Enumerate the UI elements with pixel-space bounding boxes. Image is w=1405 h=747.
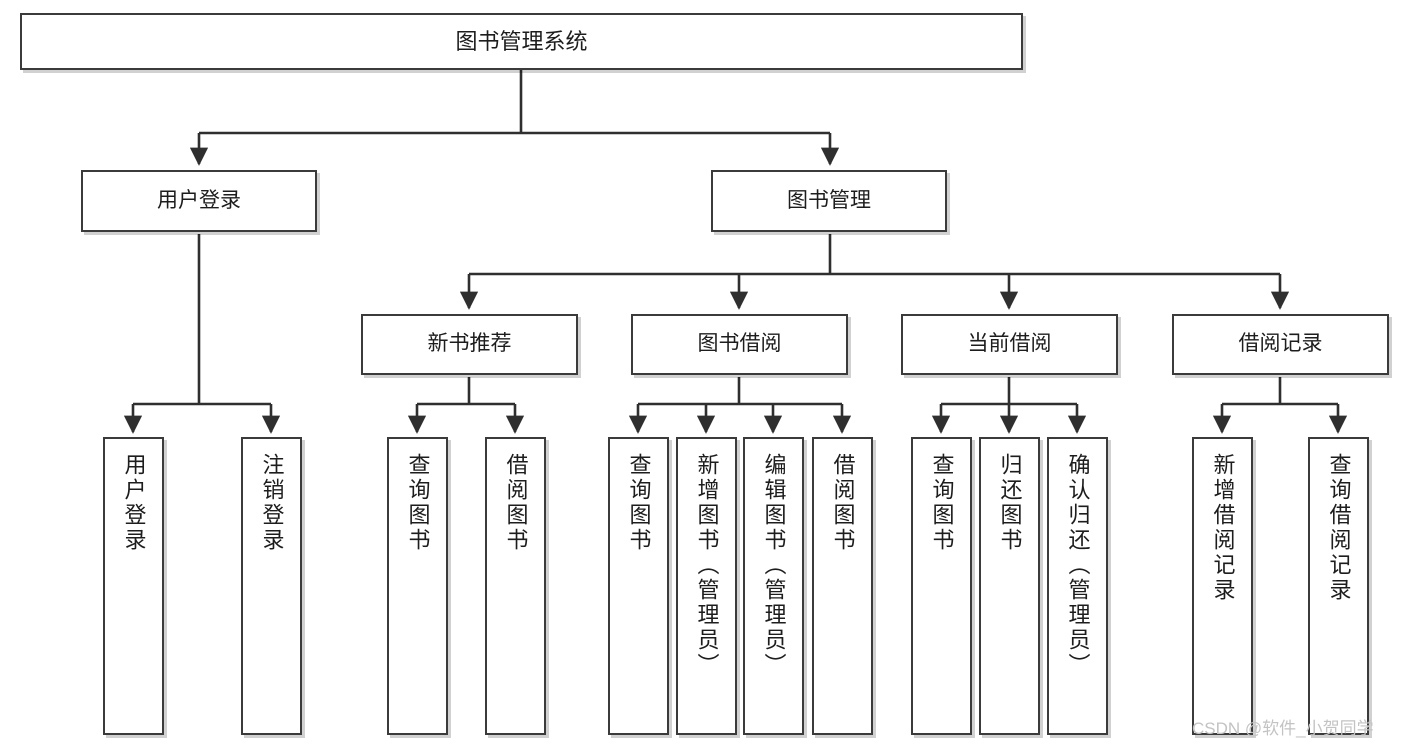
leaf-confirm-return-label: 确认归还（管理员） [1065,453,1091,678]
leaf-query-book-2[interactable]: 查询图书 [608,437,669,735]
node-new-book-recommend-label: 新书推荐 [427,332,512,356]
node-current-borrow-label: 当前借阅 [967,332,1052,356]
node-book-borrow[interactable]: 图书借阅 [631,314,848,375]
leaf-edit-book[interactable]: 编辑图书（管理员） [743,437,804,735]
node-book-manage-label: 图书管理 [787,188,871,212]
leaf-return-book[interactable]: 归还图书 [979,437,1040,735]
node-root[interactable]: 图书管理系统 [20,13,1023,70]
leaf-query-record[interactable]: 查询借阅记录 [1308,437,1369,735]
leaf-edit-book-label: 编辑图书（管理员） [761,453,787,678]
node-user-login-label: 用户登录 [157,188,241,212]
node-root-label: 图书管理系统 [455,28,588,54]
leaf-borrow-book-2-label: 借阅图书 [830,453,856,553]
node-book-borrow-label: 图书借阅 [697,332,782,356]
node-borrow-record[interactable]: 借阅记录 [1172,314,1389,375]
leaf-user-login[interactable]: 用户登录 [103,437,164,735]
leaf-user-logout[interactable]: 注销登录 [241,437,302,735]
leaf-query-book-1-label: 查询图书 [405,453,431,553]
leaf-query-book-3[interactable]: 查询图书 [911,437,972,735]
leaf-user-login-label: 用户登录 [121,453,147,553]
leaf-query-record-label: 查询借阅记录 [1326,453,1352,603]
node-user-login[interactable]: 用户登录 [81,170,317,232]
leaf-add-book-label: 新增图书（管理员） [694,453,720,678]
leaf-add-book[interactable]: 新增图书（管理员） [676,437,737,735]
leaf-query-book-1[interactable]: 查询图书 [387,437,448,735]
leaf-user-logout-label: 注销登录 [259,453,285,553]
node-new-book-recommend[interactable]: 新书推荐 [361,314,578,375]
node-borrow-record-label: 借阅记录 [1238,332,1323,356]
leaf-borrow-book-1[interactable]: 借阅图书 [485,437,546,735]
leaf-add-record-label: 新增借阅记录 [1210,453,1236,603]
node-current-borrow[interactable]: 当前借阅 [901,314,1118,375]
leaf-query-book-2-label: 查询图书 [626,453,652,553]
leaf-borrow-book-2[interactable]: 借阅图书 [812,437,873,735]
leaf-add-record[interactable]: 新增借阅记录 [1192,437,1253,735]
leaf-borrow-book-1-label: 借阅图书 [503,453,529,553]
leaf-confirm-return[interactable]: 确认归还（管理员） [1047,437,1108,735]
leaf-return-book-label: 归还图书 [997,453,1023,553]
node-book-manage[interactable]: 图书管理 [711,170,947,232]
leaf-query-book-3-label: 查询图书 [929,453,955,553]
